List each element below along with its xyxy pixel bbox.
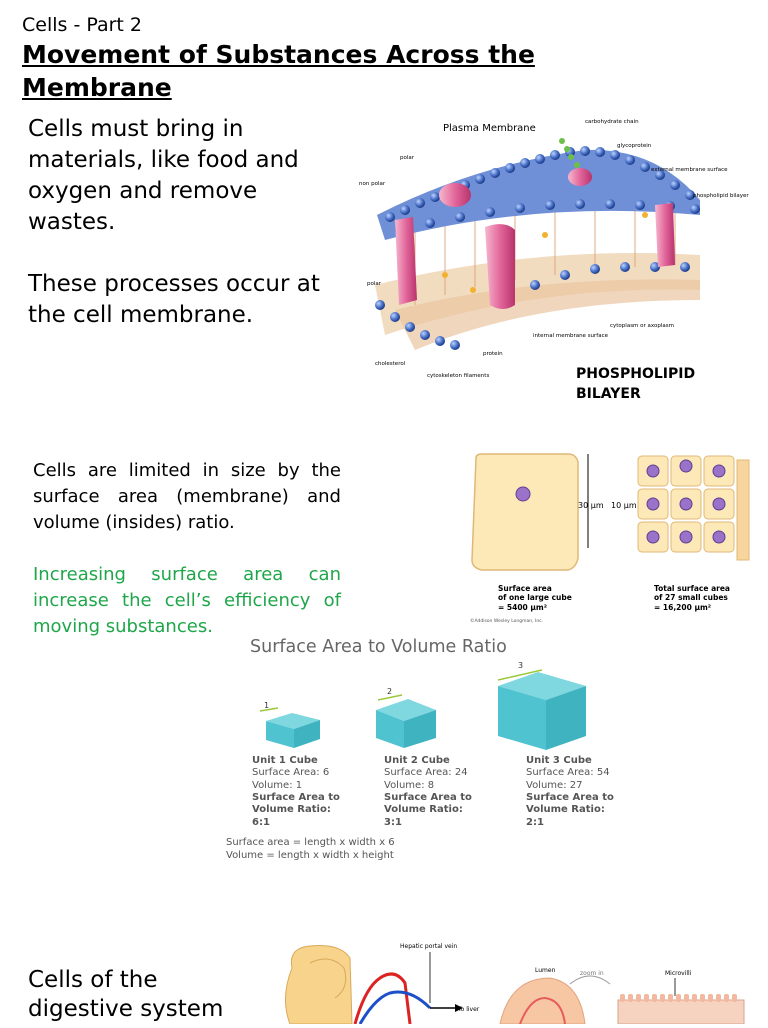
label-glycoprotein: glycoprotein [617, 143, 652, 149]
large-caption-line-3: = 5400 µm² [498, 603, 547, 612]
label-external-surface: external membrane surface [651, 167, 728, 173]
membrane-title: Plasma Membrane [443, 123, 536, 134]
small-caption-line-2: of 27 small cubes [654, 593, 728, 602]
cube-1-ratio: 6:1 [252, 817, 270, 828]
cube-1-ratio-label-1: Surface Area to [252, 792, 340, 803]
label-lumen: Lumen [535, 967, 556, 974]
small-dimension-label: 10 µm [611, 501, 637, 510]
cube-1-top [266, 713, 320, 729]
membrane-caption: PHOSPHOLIPID BILAYER [576, 364, 695, 404]
membrane-caption-line-2: BILAYER [576, 386, 641, 402]
large-caption-line-2: of one large cube [498, 593, 572, 602]
cube-1-front [266, 721, 294, 748]
cube-1-volume: Volume: 1 [252, 780, 302, 791]
large-caption-line-1: Surface area [498, 584, 552, 593]
label-polar-top: polar [400, 155, 415, 161]
cube-2-area: Surface Area: 24 [384, 767, 468, 778]
label-zoom-in: zoom in [580, 970, 604, 977]
label-to-liver: To liver [457, 1006, 480, 1013]
cube-3-name: Unit 3 Cube [526, 755, 592, 766]
cube-2-ratio-label-2: Volume Ratio: [384, 804, 463, 815]
label-cytoplasm: cytoplasm or axoplasm [610, 323, 674, 329]
cube-2-side [404, 710, 436, 748]
size-text: Cells are limited in size by the surface… [33, 458, 341, 666]
membrane-caption-line-1: PHOSPHOLIPID [576, 366, 696, 382]
page-title: Movement of Substances Across the Membra… [22, 40, 535, 102]
cube-2-number: 2 [387, 687, 392, 696]
label-internal-surface: internal membrane surface [533, 333, 609, 339]
cube-3-top [498, 672, 586, 700]
ratio-title: Surface Area to Volume Ratio [250, 637, 507, 657]
cube-3-ratio-label-1: Surface Area to [526, 792, 614, 803]
cube-1-ratio-label-2: Volume Ratio: [252, 804, 331, 815]
size-paragraph-1: Cells are limited in size by the surface… [33, 460, 341, 533]
label-non-polar: non polar [359, 181, 386, 187]
cube-2-volume: Volume: 8 [384, 780, 434, 791]
sa-volume-ratio-figure: Surface Area to Volume Ratio 1 2 3 Unit … [222, 628, 642, 866]
intro-text: Cells must bring in materials, like food… [28, 114, 328, 362]
label-protein: protein [483, 351, 503, 357]
cube-3-ratio: 2:1 [526, 817, 544, 828]
cube-3-number: 3 [518, 661, 523, 670]
large-dimension-label: 30 µm [578, 501, 604, 510]
label-microvilli: Microvilli [665, 970, 692, 977]
size-paragraph-2: Increasing surface area can increase the… [33, 564, 341, 637]
cube-2-top [376, 699, 436, 721]
label-hepatic-portal-vein: Hepatic portal vein [400, 943, 457, 950]
cube-1-side [294, 720, 320, 748]
cube-2-front [376, 710, 404, 748]
part-label: Cells - Part 2 [22, 14, 142, 36]
small-caption-line-3: = 16,200 µm² [654, 603, 711, 612]
cube-1-area: Surface Area: 6 [252, 767, 329, 778]
label-cytoskeleton: cytoskeleton filaments [427, 373, 489, 379]
label-cholesterol: cholesterol [375, 361, 406, 367]
formula-volume: Volume = length x width x height [226, 850, 394, 861]
cube-2-ratio: 3:1 [384, 817, 402, 828]
cube-2-name: Unit 2 Cube [384, 755, 450, 766]
cube-3-side [546, 686, 586, 750]
digestive-text: Cells of the digestive system [28, 967, 224, 1022]
cube-3-front [498, 686, 546, 750]
cube-1-name: Unit 1 Cube [252, 755, 318, 766]
cube-3-ratio-label-2: Volume Ratio: [526, 804, 605, 815]
small-cubes-grid [637, 455, 750, 561]
label-bilayer: phospholipid bilayer [693, 193, 749, 199]
label-carbohydrate: carbohydrate chain [585, 119, 639, 125]
formula-surface-area: Surface area = length x width x 6 [226, 837, 395, 848]
figure-credit: ©Addison Wesley Longman, Inc. [470, 617, 543, 624]
intro-paragraph-1: Cells must bring in materials, like food… [28, 116, 299, 235]
label-polar-bottom: polar [367, 281, 382, 287]
cube-1-number: 1 [264, 701, 269, 710]
cube-2-ratio-label-1: Surface Area to [384, 792, 472, 803]
plasma-membrane-figure: Plasma Membrane [355, 105, 750, 405]
intro-paragraph-2: These processes occur at the cell membra… [28, 271, 320, 328]
digestive-figure: Hepatic portal vein To liver Lumen zoom … [280, 938, 750, 1025]
cube-comparison-figure: 30 µm 10 µm Surface area of one large cu… [468, 448, 758, 628]
cube-3-area: Surface Area: 54 [526, 767, 610, 778]
small-caption-line-1: Total surface area [654, 584, 730, 593]
cube-3-volume: Volume: 27 [526, 780, 582, 791]
